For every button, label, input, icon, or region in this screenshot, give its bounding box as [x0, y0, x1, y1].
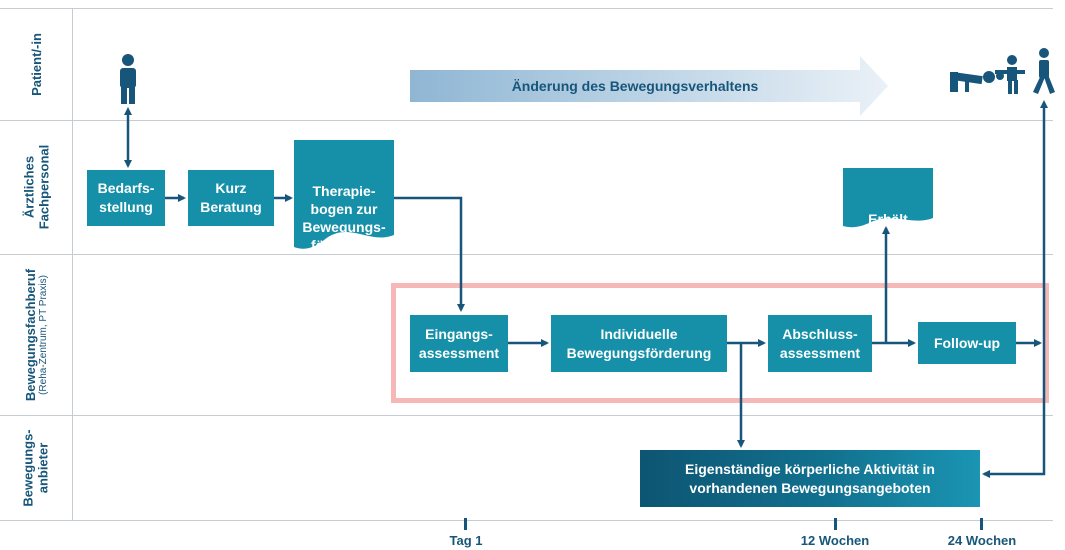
grid-line-bottom — [0, 520, 1053, 521]
timeline-label-tag1: Tag 1 — [449, 533, 483, 548]
document-shape — [294, 140, 394, 249]
grid-line — [0, 120, 1053, 121]
aktivitaet-box: Eigenständige körperliche Aktivität in v… — [640, 450, 980, 507]
banner-label: Änderung des Bewegungsverhaltens — [511, 78, 759, 94]
timeline-tick — [834, 518, 837, 530]
feedback-label: Erhält Feedback — [855, 211, 921, 245]
therapiebogen-document: Therapie- bogen zur Bewegungs- förderung — [294, 140, 394, 255]
feedback-document: Erhält Feedback — [843, 168, 933, 245]
abschlussassessment-box: Abschluss- assessment — [768, 315, 872, 372]
bewegungsfoerderung-box: Individuelle Bewegungsförderung — [551, 315, 727, 372]
eingangsassessment-box: Eingangs- assessment — [410, 315, 508, 372]
timeline-tick — [464, 518, 467, 530]
bedarfsstellung-box: Bedarfs- stellung — [87, 170, 165, 226]
document-shape — [843, 168, 933, 228]
grid-line — [0, 415, 1053, 416]
therapiebogen-label: Therapie- bogen zur Bewegungs- förderung — [302, 183, 386, 253]
followup-box: Follow-up — [918, 322, 1016, 364]
grid-line-top — [0, 8, 1053, 9]
timeline-label-12-wochen: 12 Wochen — [800, 533, 870, 548]
grid-line — [0, 254, 1053, 255]
lane-divider — [72, 8, 73, 520]
kurzberatung-box: Kurz Beratung — [188, 170, 274, 226]
timeline-tick — [980, 518, 983, 530]
timeline-label-24-wochen: 24 Wochen — [947, 533, 1017, 548]
